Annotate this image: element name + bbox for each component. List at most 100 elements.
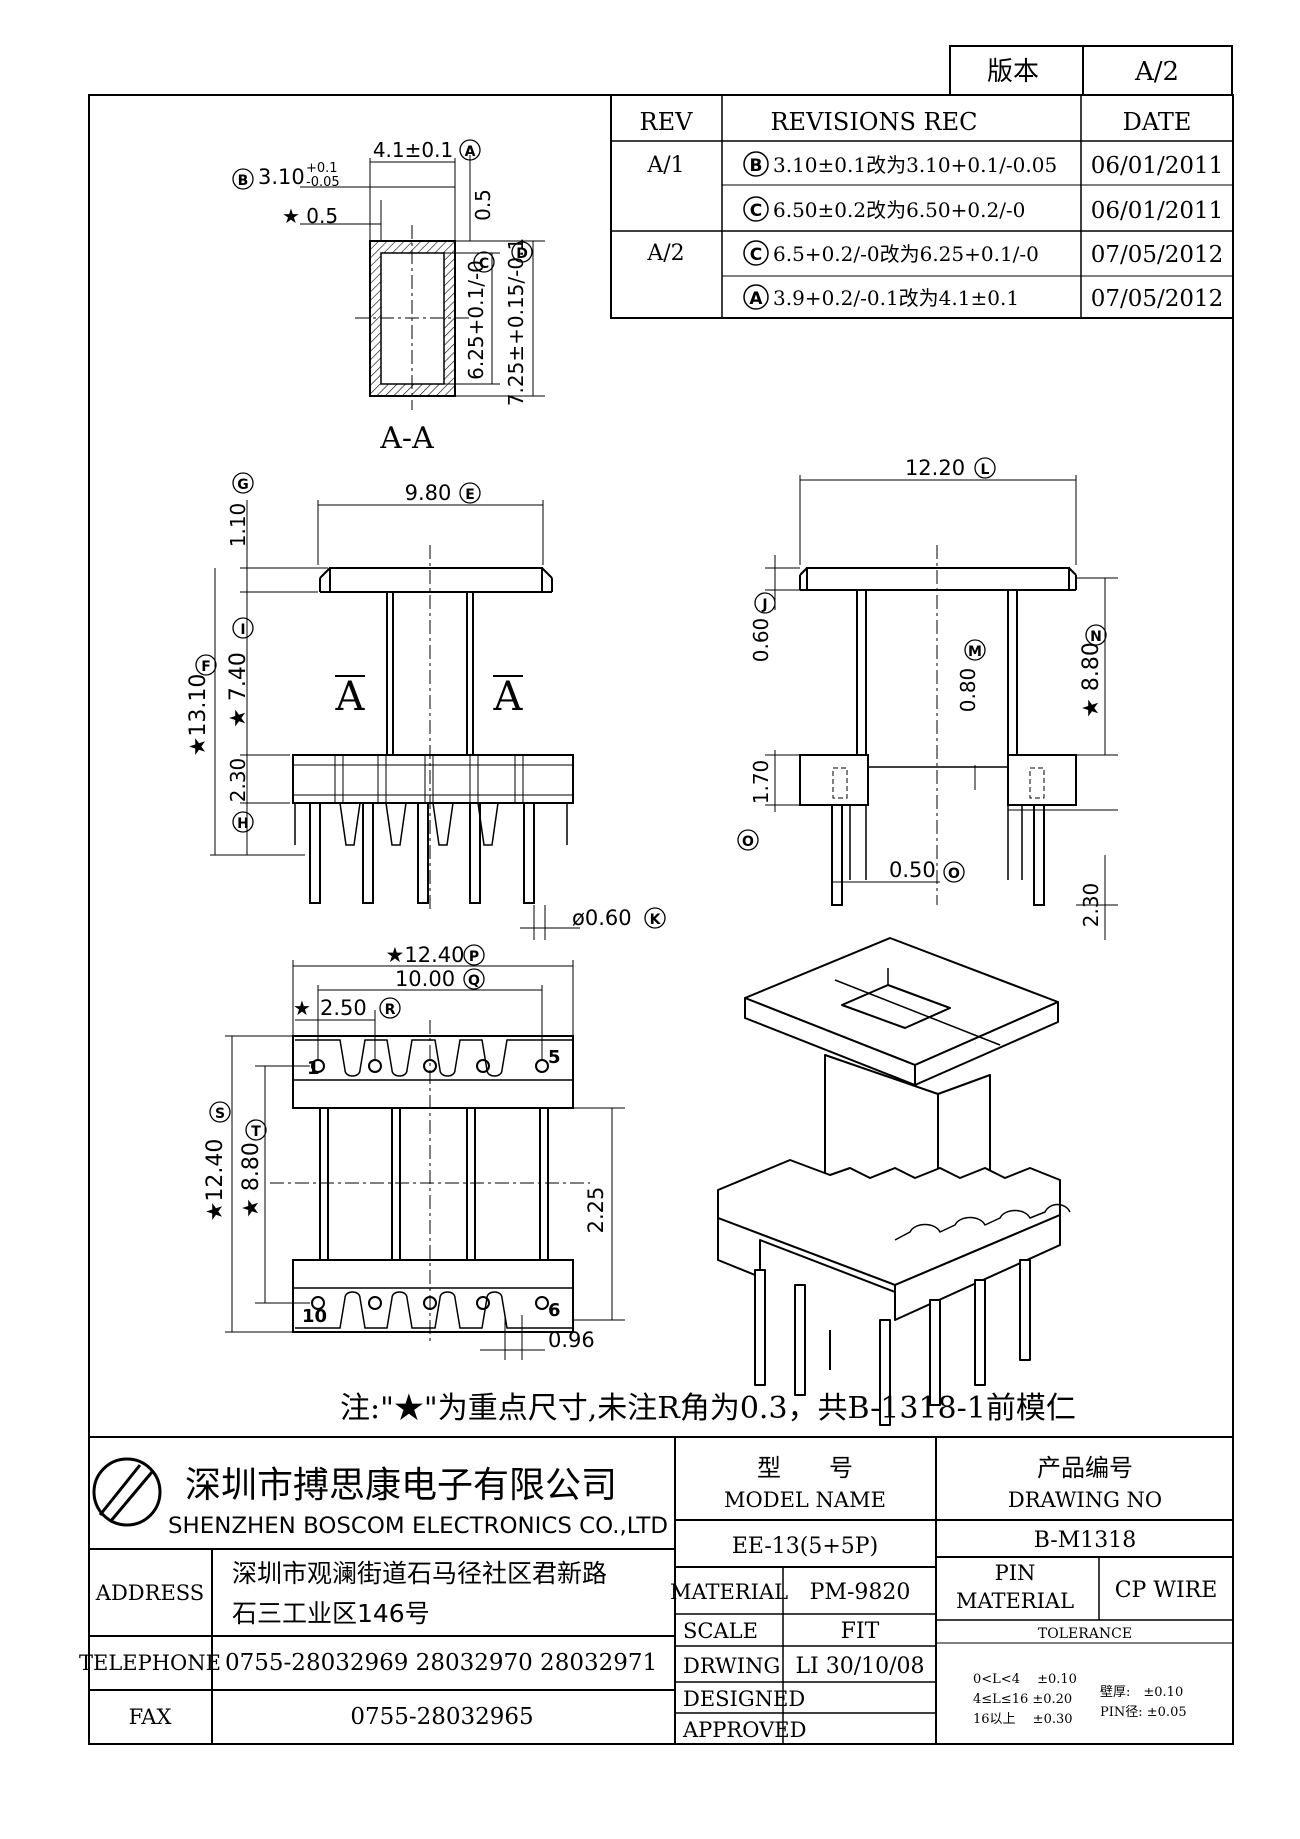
bottom-row-span: ★ 8.80 (239, 1142, 264, 1218)
side-flange-width-mark: L (981, 462, 990, 478)
revision-table: REV REVISIONS REC DATE A/1 B 3.10±0.1改为3… (610, 94, 1234, 319)
front-section-mark-right: A (493, 674, 524, 720)
date-header: DATE (1123, 108, 1192, 136)
material-value: PM-9820 (810, 1580, 911, 1605)
drawing-no-value: B-M1318 (1034, 1528, 1137, 1553)
model-name-en: MODEL NAME (724, 1488, 886, 1512)
side-flange-thick: 0.60 (749, 618, 773, 663)
rev-row-4-date: 07/05/2012 (1091, 286, 1224, 312)
bottom-pitch: 2.50 (320, 996, 367, 1020)
rev-row-1-text: 3.10±0.1改为3.10+0.1/-0.05 (773, 153, 1057, 177)
rev-row-1-rev: A/1 (646, 153, 684, 178)
front-flange-thick: 1.10 (226, 503, 250, 548)
bottom-slot-width: 0.96 (548, 1328, 595, 1352)
tol-row-2: 4≤L≤16 ±0.20 (973, 1692, 1072, 1707)
side-winding-height: ★ 8.80 (1079, 642, 1104, 718)
sec-outer-height: 7.25±+0.15/-0.1 (504, 238, 528, 406)
side-base-height: 1.70 (749, 760, 773, 805)
front-section-mark-left: A (335, 674, 366, 720)
approved-label: APPROVED (682, 1718, 806, 1742)
bottom-pin-10: 10 (302, 1306, 327, 1327)
rev-row-3-date: 07/05/2012 (1091, 242, 1224, 268)
drwing-label: DRWING (683, 1654, 780, 1678)
bottom-pin-6: 6 (548, 1300, 561, 1321)
bottom-slot: 2.25 (584, 1187, 608, 1234)
telephone-label: TELEPHONE (79, 1651, 221, 1675)
scale-label: SCALE (683, 1619, 758, 1643)
front-base-height-mark: H (237, 816, 249, 832)
pin-material-label-2: MATERIAL (956, 1589, 1074, 1613)
drwing-value: LI 30/10/08 (795, 1654, 924, 1679)
sec-inner-mark: C (479, 256, 489, 272)
side-pin-gap: 0.50 (889, 858, 936, 882)
scale-value: FIT (841, 1619, 880, 1644)
wall-tol: 壁厚: ±0.10 (1100, 1685, 1183, 1700)
rev-row-3-mark: C (750, 245, 762, 265)
isometric-view (717, 937, 1071, 1426)
company-logo (92, 1457, 162, 1527)
pin-material-label-1: PIN (995, 1561, 1036, 1585)
section-title: A-A (379, 421, 434, 456)
address-line2: 石三工业区146号 (232, 1599, 430, 1628)
version-value: A/2 (1134, 57, 1179, 87)
tol-row-1: 0<L<4 ±0.10 (973, 1672, 1077, 1687)
side-view (765, 475, 1118, 940)
address-label: ADDRESS (95, 1581, 204, 1605)
address-line1: 深圳市观澜街道石马径社区君新路 (232, 1559, 607, 1588)
pin-tol: PIN径: ±0.05 (1100, 1705, 1187, 1720)
sec-top-width: 4.1±0.1 (373, 138, 453, 162)
sec-top-mark: A (465, 144, 476, 160)
front-view (210, 500, 580, 940)
bottom-overall-width-mark: P (469, 949, 479, 965)
front-total-height-mark: F (201, 659, 211, 675)
side-wall: 0.80 (956, 668, 980, 713)
material-label: MATERIAL (670, 1580, 788, 1604)
rev-row-4-text: 3.9+0.2/-0.1改为4.1±0.1 (773, 286, 1019, 310)
version-box: 版本 A/2 (949, 45, 1233, 96)
front-pin-dia-mark: K (650, 912, 662, 928)
front-winding-height-mark: I (240, 622, 245, 638)
front-winding-height: ★ 7.40 (226, 652, 251, 728)
model-value: EE-13(5+5P) (732, 1534, 878, 1559)
bottom-pin-span-mark: Q (468, 973, 480, 989)
designed-label: DESIGNED (683, 1687, 805, 1711)
side-base-height-mark: O (742, 834, 754, 850)
sec-left-tol-plus: +0.1 (306, 161, 338, 176)
telephone-value: 0755-28032969 28032970 28032971 (225, 1650, 657, 1676)
sec-inner-height: 6.25+0.1/-0 (464, 260, 488, 380)
rev-row-1-mark: B (750, 156, 763, 176)
rev-row-2-mark: C (750, 201, 762, 221)
side-winding-height-mark: N (1090, 629, 1102, 645)
side-wall-mark: M (968, 644, 982, 660)
sec-left-tol-minus: -0.05 (306, 175, 340, 190)
bottom-overall-depth-mark: S (215, 1106, 225, 1122)
rev-row-1-date: 06/01/2011 (1091, 153, 1224, 179)
side-pin-gap-mark: O (948, 866, 960, 882)
side-flange-width: 12.20 (905, 456, 965, 480)
front-total-height: ★13.10 (186, 674, 211, 757)
side-pin-len: 2.30 (1079, 883, 1103, 928)
bottom-pin-span: 10.00 (395, 967, 455, 991)
sec-left-width: 3.10 (258, 165, 305, 189)
front-base-height: 2.30 (226, 758, 250, 803)
bottom-pitch-star: ★ (293, 996, 311, 1020)
sec-outer-mark: D (516, 246, 528, 262)
front-flange-thick-mark: G (237, 477, 249, 493)
drawing-note: 注:"★"为重点尺寸,未注R角为0.3，共B-1318-1前模仁 (340, 1391, 1076, 1426)
rev-header: REV (640, 108, 694, 136)
rec-header: REVISIONS REC (770, 108, 977, 136)
drawing-no-cn: 产品编号 (1037, 1454, 1133, 1482)
rev-row-2-date: 06/01/2011 (1091, 198, 1224, 224)
model-name-cn: 型 号 (757, 1454, 853, 1482)
version-label: 版本 (987, 57, 1039, 87)
front-flange-width: 9.80 (405, 481, 452, 505)
pin-material-value: CP WIRE (1115, 1578, 1218, 1603)
bottom-pitch-mark: R (385, 1002, 396, 1018)
tolerance-label: TOLERANCE (1038, 1626, 1132, 1642)
tol-row-3: 16以上 ±0.30 (973, 1712, 1073, 1727)
rev-row-3-rev: A/2 (646, 241, 684, 266)
sec-wall: ★ 0.5 (282, 204, 338, 228)
fax-value: 0755-28032965 (350, 1704, 533, 1730)
sec-top-wall: 0.5 (471, 189, 495, 221)
